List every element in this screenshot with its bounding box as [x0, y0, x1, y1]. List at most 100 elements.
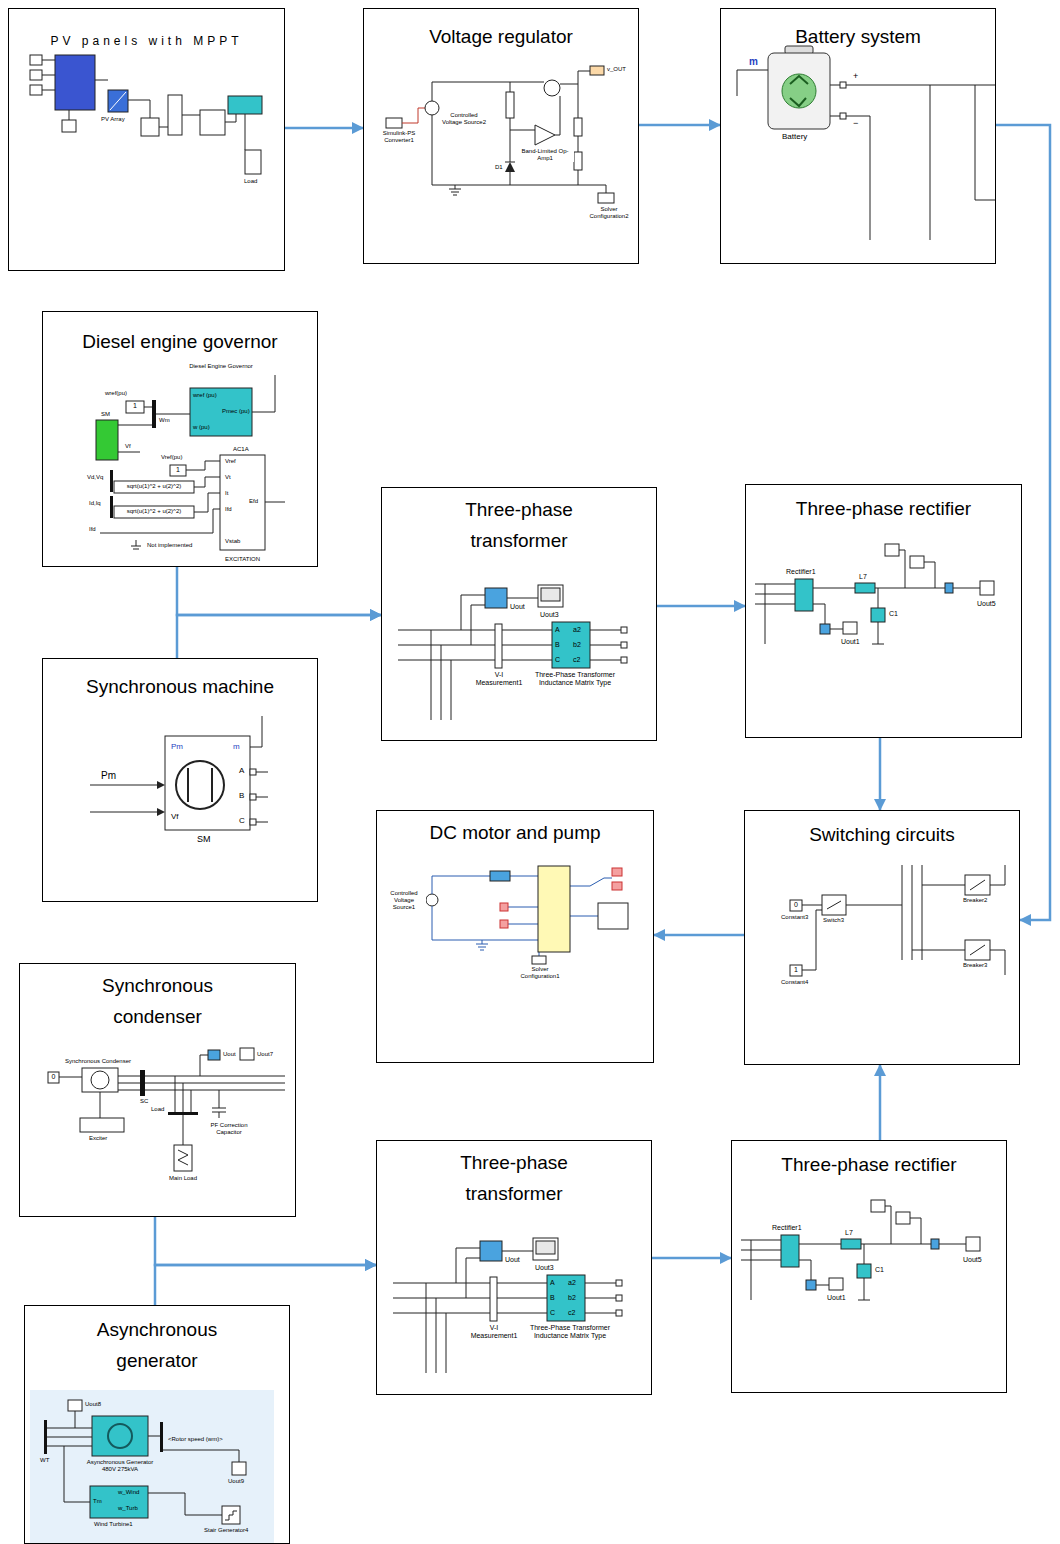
component-label: 1 [170, 466, 186, 474]
component-label: Solver Configuration2 [582, 206, 636, 220]
component-label: L7 [858, 573, 868, 581]
component-label: Uout1 [840, 638, 861, 646]
battery-sketch [737, 46, 996, 240]
component-label: SM [196, 834, 212, 845]
component-label: Uout9 [228, 1478, 244, 1485]
component-label: Constant3 [780, 914, 809, 921]
component-label: Pm [100, 770, 117, 782]
component-label: Switch3 [822, 917, 845, 924]
component-label: Controlled Voltage Source1 [382, 890, 426, 912]
block-title: Three-phase transformer [434, 494, 604, 556]
component-label: Controlled Voltage Source2 [440, 112, 488, 126]
component-label: wref(pu) [104, 390, 128, 397]
component-label: Uout5 [962, 1256, 983, 1264]
block-title: Three-phase transformer [429, 1147, 599, 1209]
component-label: PF Correction Capacitor [200, 1122, 258, 1136]
flow-arrow [639, 124, 720, 127]
component-label: Three-Phase Transformer Inductance Matri… [531, 671, 619, 688]
component-label: + [852, 71, 859, 82]
flow-arrow [285, 127, 363, 130]
component-label: A [550, 1279, 555, 1287]
component-label: Ifd [88, 526, 97, 533]
component-label: Not implemented [146, 542, 193, 549]
component-label: Constant4 [780, 979, 809, 986]
flow-arrow [177, 567, 381, 615]
component-label: a2 [568, 1279, 576, 1287]
component-label: b2 [568, 1294, 576, 1302]
flow-arrow [996, 125, 1050, 920]
component-label: w (pu) [193, 424, 210, 431]
block-panel: DC motor and pump [376, 810, 654, 1063]
component-label: C1 [874, 1266, 885, 1274]
flow-arrow [155, 1217, 376, 1265]
component-label: Uout7 [256, 1051, 274, 1058]
flow-arrow [177, 615, 381, 658]
component-label: m [748, 56, 759, 68]
component-label: 1 [126, 402, 144, 410]
flow-arrow [657, 605, 745, 608]
component-label: Synchronous Condenser [64, 1058, 132, 1065]
component-label: B [555, 641, 560, 649]
component-label: Vt [224, 474, 232, 481]
component-label: a2 [573, 626, 581, 634]
block-panel: Synchronous condenser [19, 963, 296, 1217]
component-label: Breaker2 [962, 897, 988, 904]
component-label: Three-Phase Transformer Inductance Matri… [526, 1324, 614, 1341]
component-label: Battery [781, 132, 808, 142]
component-label: Diesel Engine Governor [188, 363, 254, 370]
block-title: DC motor and pump [385, 817, 645, 848]
component-label: SM [100, 411, 111, 418]
block-panel: Diesel engine governor [42, 311, 318, 567]
flow-arrow [155, 1265, 376, 1305]
component-label: wref (pu) [193, 392, 217, 399]
component-label: Vf [170, 812, 180, 822]
component-label: Vf [124, 443, 132, 450]
component-label: Uout [504, 1256, 521, 1264]
component-label: Pmec (pu) [222, 408, 250, 415]
component-label: w_Wind [118, 1489, 139, 1496]
component-label: V-I Measurement1 [471, 671, 527, 688]
flow-arrow [879, 738, 882, 810]
wind-sketch [30, 1390, 274, 1544]
component-label: Uout [509, 603, 526, 611]
block-panel: Switching circuits [744, 810, 1020, 1065]
block-panel: Three-phase transformer [376, 1140, 652, 1395]
component-label: Uout1 [826, 1294, 847, 1302]
flow-arrow [879, 1065, 882, 1140]
component-label: Solver Configuration1 [516, 966, 564, 980]
component-label: Load [243, 178, 258, 185]
component-label: C [238, 816, 246, 826]
block-panel: Battery system [720, 8, 996, 264]
component-label: A [555, 626, 560, 634]
machine-sketch [90, 716, 268, 830]
component-label: Uout8 [85, 1401, 101, 1408]
component-label: m [232, 742, 241, 752]
component-label: Stair Generator4 [204, 1527, 248, 1534]
component-label: Simulink-PS Converter1 [376, 130, 422, 144]
component-label: V-I Measurement1 [466, 1324, 522, 1341]
component-label: Id,Iq [88, 500, 102, 507]
component-label: Band-Limited Op-Amp1 [516, 148, 574, 162]
component-label: Rectifier1 [771, 1224, 803, 1232]
block-title: Three-phase rectifier [754, 493, 1014, 524]
component-label: v_OUT [606, 66, 627, 73]
component-label: Rectifier1 [785, 568, 817, 576]
component-label: Vref [224, 458, 237, 465]
block-title: Synchronous machine [50, 671, 310, 702]
block-panel: PV panels with MPPT [8, 8, 285, 271]
component-label: A [238, 766, 245, 776]
component-label: Vstab [224, 538, 241, 545]
component-label: Asynchronous Generator 480V 275kVA [84, 1459, 156, 1473]
switch-sketch [790, 865, 1005, 976]
component-label: c2 [568, 1309, 575, 1317]
component-label: Uout5 [976, 600, 997, 608]
component-label: Wm [158, 417, 171, 424]
component-label: AC1A [232, 446, 250, 453]
component-label: − [852, 118, 859, 129]
block-title: Switching circuits [752, 819, 1012, 850]
component-label: Pm [170, 742, 184, 752]
component-label: Vref(pu) [160, 454, 183, 461]
flow-arrow [652, 1257, 731, 1260]
